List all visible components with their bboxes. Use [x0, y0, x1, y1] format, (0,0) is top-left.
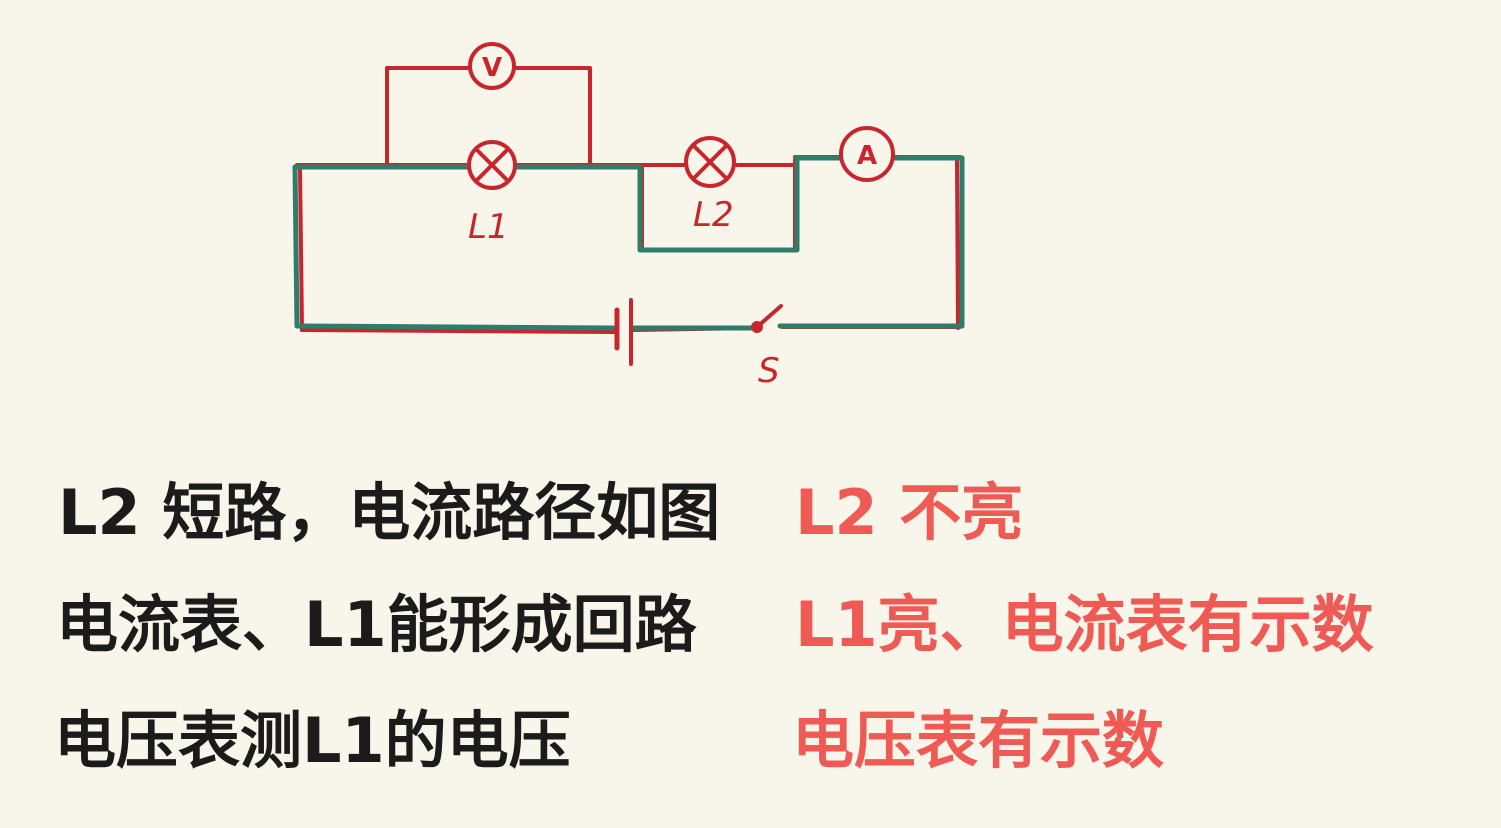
ammeter-label: A — [857, 141, 877, 171]
switch-symbol — [751, 304, 783, 333]
battery-symbol — [614, 298, 633, 366]
lamp-l1-symbol — [467, 140, 517, 190]
voltmeter-branch-wire — [385, 66, 592, 167]
ammeter-symbol: A — [839, 126, 895, 182]
current-path-highlight — [292, 155, 965, 331]
statement-row-2: 电流表、L1能形成回路 — [56, 588, 697, 661]
right-wire-red — [955, 158, 960, 330]
statement-row-3: 电压表测L1的电压 — [54, 704, 571, 777]
lamp-l1-label: L1 — [468, 207, 509, 247]
current-path-left — [292, 164, 300, 329]
statement-row-1: L2 短路，电流路径如图 — [58, 476, 721, 549]
current-path-bottom — [294, 323, 965, 331]
circuit-diagram: V L1 L2 A S — [292, 42, 965, 391]
red-wires — [295, 66, 962, 334]
lamp-l2-label: L2 — [693, 195, 734, 235]
switch-label: S — [758, 351, 780, 391]
result-row-2: L1亮、电流表有示数 — [795, 588, 1374, 661]
current-path-top-left — [292, 155, 965, 253]
result-row-1: L2 不亮 — [795, 476, 1024, 549]
voltmeter-label: V — [482, 53, 502, 83]
voltmeter-symbol: V — [468, 42, 516, 90]
lamp-l2-symbol — [684, 136, 736, 188]
result-row-3: 电压表有示数 — [792, 704, 1165, 777]
left-wire-red — [298, 168, 304, 332]
